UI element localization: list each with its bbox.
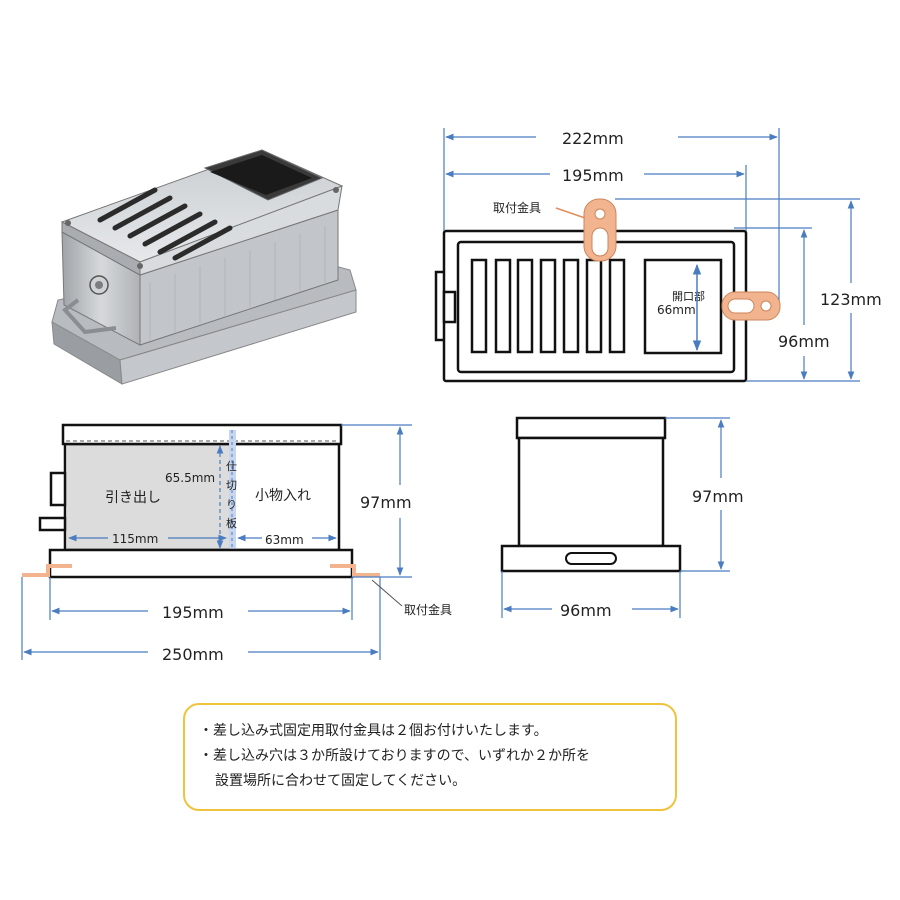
top-view-dimensions [443,128,860,382]
side-view: 引き出し 小物入れ 仕 切 り 板 65.5mm 115mm 63mm [22,423,380,579]
front-view [500,416,682,573]
divider-label-1: 仕 [226,460,237,473]
compartment-width-label: 63mm [265,533,304,547]
dim-front-height: 97mm [692,487,744,506]
side-view-dimensions [21,424,412,660]
side-bracket-label: 取付金具 [404,602,452,617]
top-bracket-label: 取付金具 [493,200,541,215]
dim-top-width-outer: 222mm [562,129,624,148]
vent-slots [470,258,626,354]
dim-top-height-inner: 96mm [778,332,830,351]
mounting-bracket-right [721,291,781,321]
side-base-outline [48,548,354,579]
dim-front-width: 96mm [560,601,612,620]
front-lid-outline [515,416,667,440]
note-line-1: ・差し込み式固定用取付金具は２個お付けいたします。 [199,723,548,739]
dim-side-base-outer: 250mm [162,645,224,664]
product-illustration [51,149,357,385]
drawer-depth-label: 65.5mm [165,471,215,485]
divider-label-4: 板 [226,516,237,530]
compartment-label: 小物入れ [255,488,311,504]
opening-label: 開口部 [672,289,705,303]
opening-size: 66mm [657,303,696,317]
drawer-label: 引き出し [105,490,161,506]
handle-outline [434,270,444,342]
side-lid-outline [61,423,343,446]
side-knob [38,516,67,532]
side-handle [49,471,67,507]
notes-box: ・差し込み式固定用取付金具は２個お付けいたします。 ・差し込み穴は３か所設けてお… [183,703,677,811]
dim-side-base-inner: 195mm [162,603,224,622]
drawer-width-label: 115mm [112,532,158,546]
divider-label-2: 切 [226,479,237,492]
dim-top-height-outer: 123mm [820,290,882,309]
front-view-dimensions [501,417,730,618]
note-line-2: ・差し込み穴は３か所設けておりますので、いずれか２か所を [199,748,591,764]
dim-top-width-inner: 195mm [562,166,624,185]
opening-outline [643,258,723,355]
front-body-outline [517,436,665,548]
drawer-area [67,444,230,550]
front-handle-slot [565,552,617,565]
mounting-bracket-top [583,198,617,262]
top-view: 取付金具 開口部 66mm [434,198,781,383]
divider-label-3: り [226,498,237,511]
note-line-3: 設置場所に合わせて固定してください。 [215,773,467,789]
side-brackets [22,564,380,577]
dim-side-height: 97mm [360,493,412,512]
